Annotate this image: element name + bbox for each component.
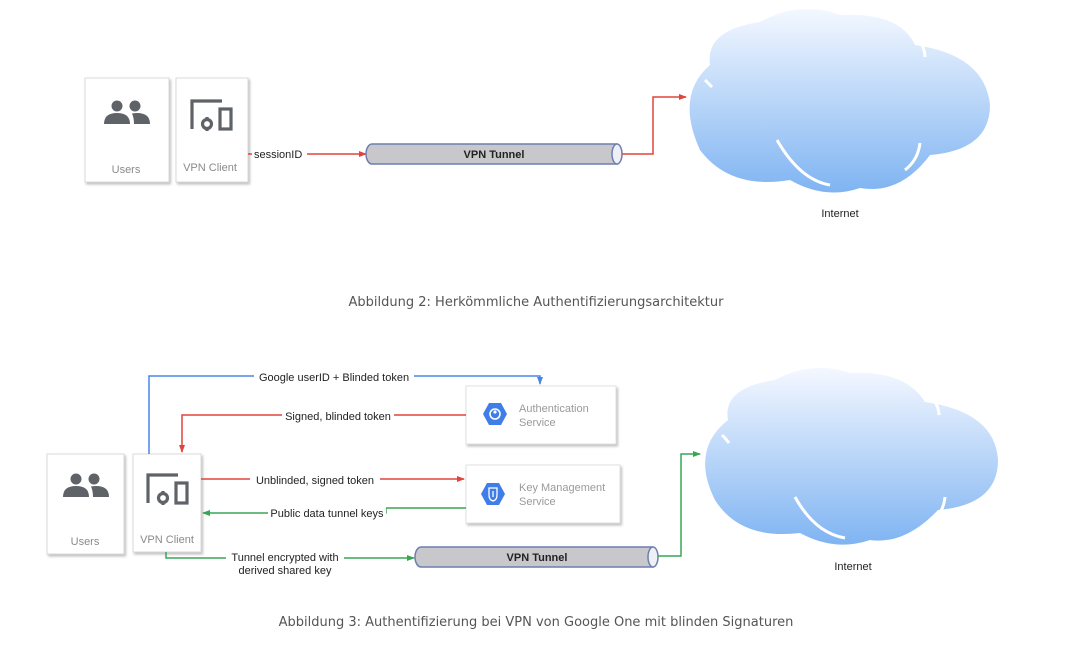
- auth-service-line2: Service: [519, 417, 556, 429]
- users-box: Users: [84, 77, 170, 183]
- unblinded-label-bg: [250, 472, 380, 486]
- vpn-tunnel-3: VPN Tunnel: [414, 546, 659, 568]
- tunnel-encrypted-label-bg: [226, 551, 344, 577]
- tunnel-encrypted-line2: derived shared key: [239, 565, 332, 577]
- internet-cloud: Internet: [689, 8, 990, 220]
- internet-arrow-3: [658, 451, 701, 557]
- vpn-client-box-3: VPN Client: [132, 453, 202, 553]
- public-keys-label: Public data tunnel keys: [270, 508, 384, 520]
- tunnel-encrypted-line1: Tunnel encrypted with: [231, 552, 338, 564]
- tunnel-label: VPN Tunnel: [464, 149, 525, 161]
- userid-label: Google userID + Blinded token: [259, 372, 409, 384]
- userid-label-bg: [254, 369, 414, 383]
- vpn-client-label-3: VPN Client: [140, 534, 194, 546]
- session-label-bg: [252, 146, 307, 160]
- auth-service-box: Authentication Service: [465, 385, 617, 445]
- kms-line1: Key Management: [519, 482, 605, 494]
- tunnel-label-3: VPN Tunnel: [507, 552, 568, 564]
- signed-blinded-label: Signed, blinded token: [285, 411, 391, 423]
- figure-2-caption: Abbildung 2: Herkömmliche Authentifizier…: [348, 295, 724, 310]
- auth-service-icon: [483, 403, 507, 425]
- unblinded-label: Unblinded, signed token: [256, 475, 374, 487]
- users-box-3: Users: [46, 453, 125, 555]
- public-keys-label-bg: [268, 506, 386, 520]
- figure-3-caption: Abbildung 3: Authentifizierung bei VPN v…: [278, 615, 794, 630]
- figure-2: Users VPN Client sessionID VPN Tunnel In…: [84, 8, 990, 220]
- kms-box: Key Management Service: [465, 464, 621, 524]
- users-label: Users: [112, 164, 141, 176]
- vpn-tunnel: VPN Tunnel: [365, 143, 623, 165]
- internet-arrow: [622, 94, 687, 155]
- auth-service-line1: Authentication: [519, 403, 589, 415]
- internet-label-3: Internet: [834, 561, 871, 573]
- session-label: sessionID: [254, 149, 302, 161]
- users-label-3: Users: [71, 536, 100, 548]
- signed-blinded-label-bg: [282, 408, 394, 422]
- vpn-client-box: VPN Client: [175, 77, 249, 183]
- internet-cloud-3: Internet: [705, 367, 998, 573]
- kms-line2: Service: [519, 496, 556, 508]
- internet-label: Internet: [821, 208, 858, 220]
- figure-3: Users VPN Client Authentication Service …: [46, 367, 998, 577]
- vpn-client-label: VPN Client: [183, 162, 237, 174]
